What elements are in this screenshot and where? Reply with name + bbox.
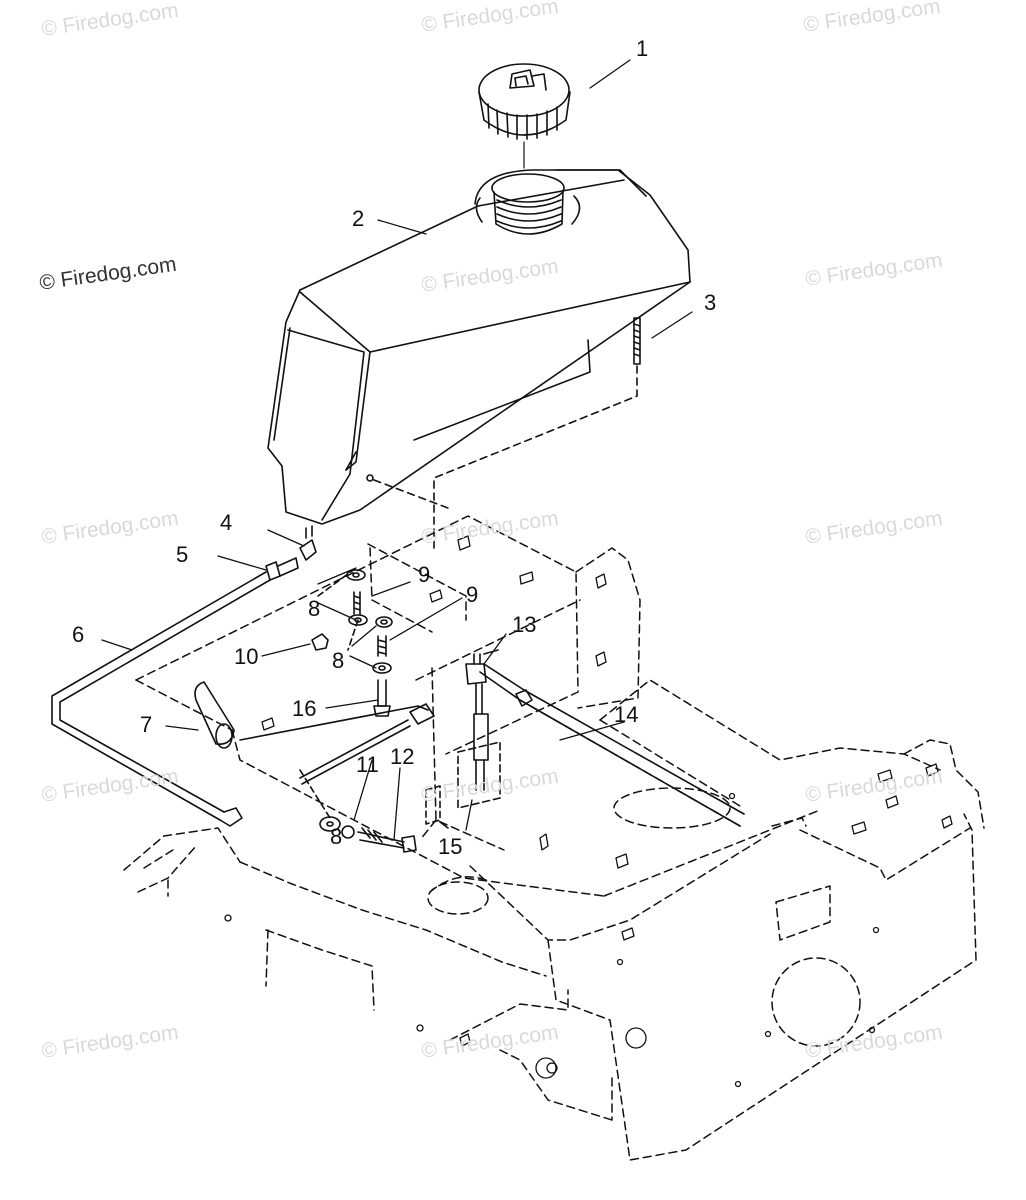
callout-1: 1 (636, 36, 649, 61)
callout-3: 3 (704, 290, 717, 315)
callout-4: 4 (220, 510, 233, 535)
callout-8: 8 (308, 596, 321, 621)
callout-7: 7 (140, 712, 153, 737)
callout-13: 13 (512, 612, 537, 637)
callout-8: 8 (330, 824, 343, 849)
tank-stud (373, 317, 641, 549)
leader-lines (101, 59, 693, 841)
fuel-cap (478, 63, 571, 169)
fuel-shutoff-valve (425, 649, 501, 829)
callout-15: 15 (438, 834, 463, 859)
callout-9: 9 (418, 562, 431, 587)
callout-6: 6 (72, 622, 85, 647)
callout-5: 5 (176, 542, 189, 567)
callout-16: 16 (292, 696, 317, 721)
callout-8: 8 (332, 648, 345, 673)
mounting-hardware (299, 567, 417, 853)
callout-11: 11 (356, 752, 379, 777)
fuel-tank (267, 169, 691, 525)
fuel-pump-icon (509, 69, 547, 91)
fuel-line (51, 525, 745, 827)
callout-10: 10 (234, 644, 259, 669)
callout-14: 14 (614, 702, 639, 727)
callout-9: 9 (466, 582, 479, 607)
callout-12: 12 (390, 744, 415, 769)
plate-slots (224, 535, 953, 1088)
callout-2: 2 (352, 206, 365, 231)
